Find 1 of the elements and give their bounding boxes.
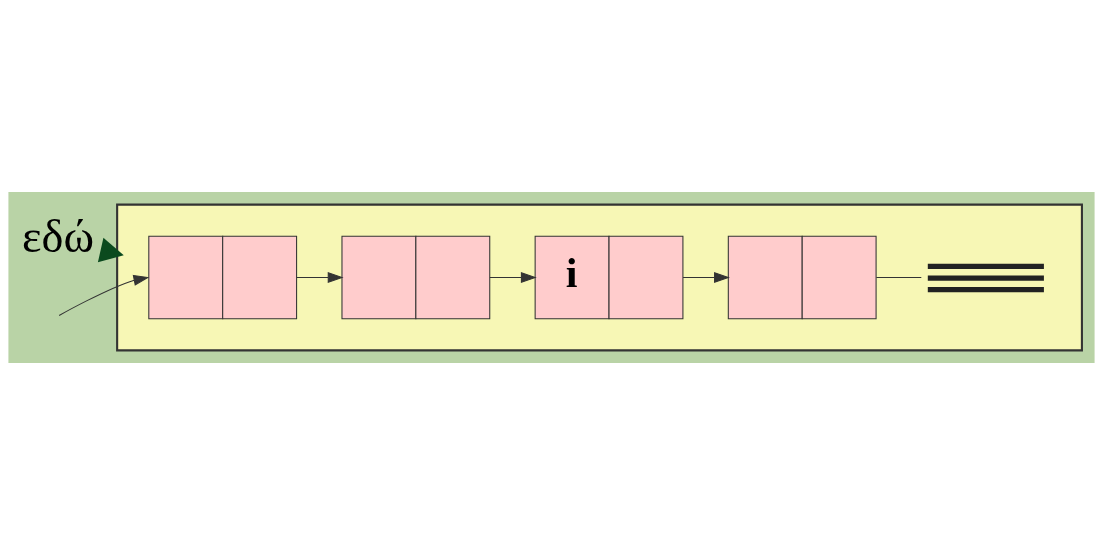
node-text: εδώ — [22, 211, 94, 263]
